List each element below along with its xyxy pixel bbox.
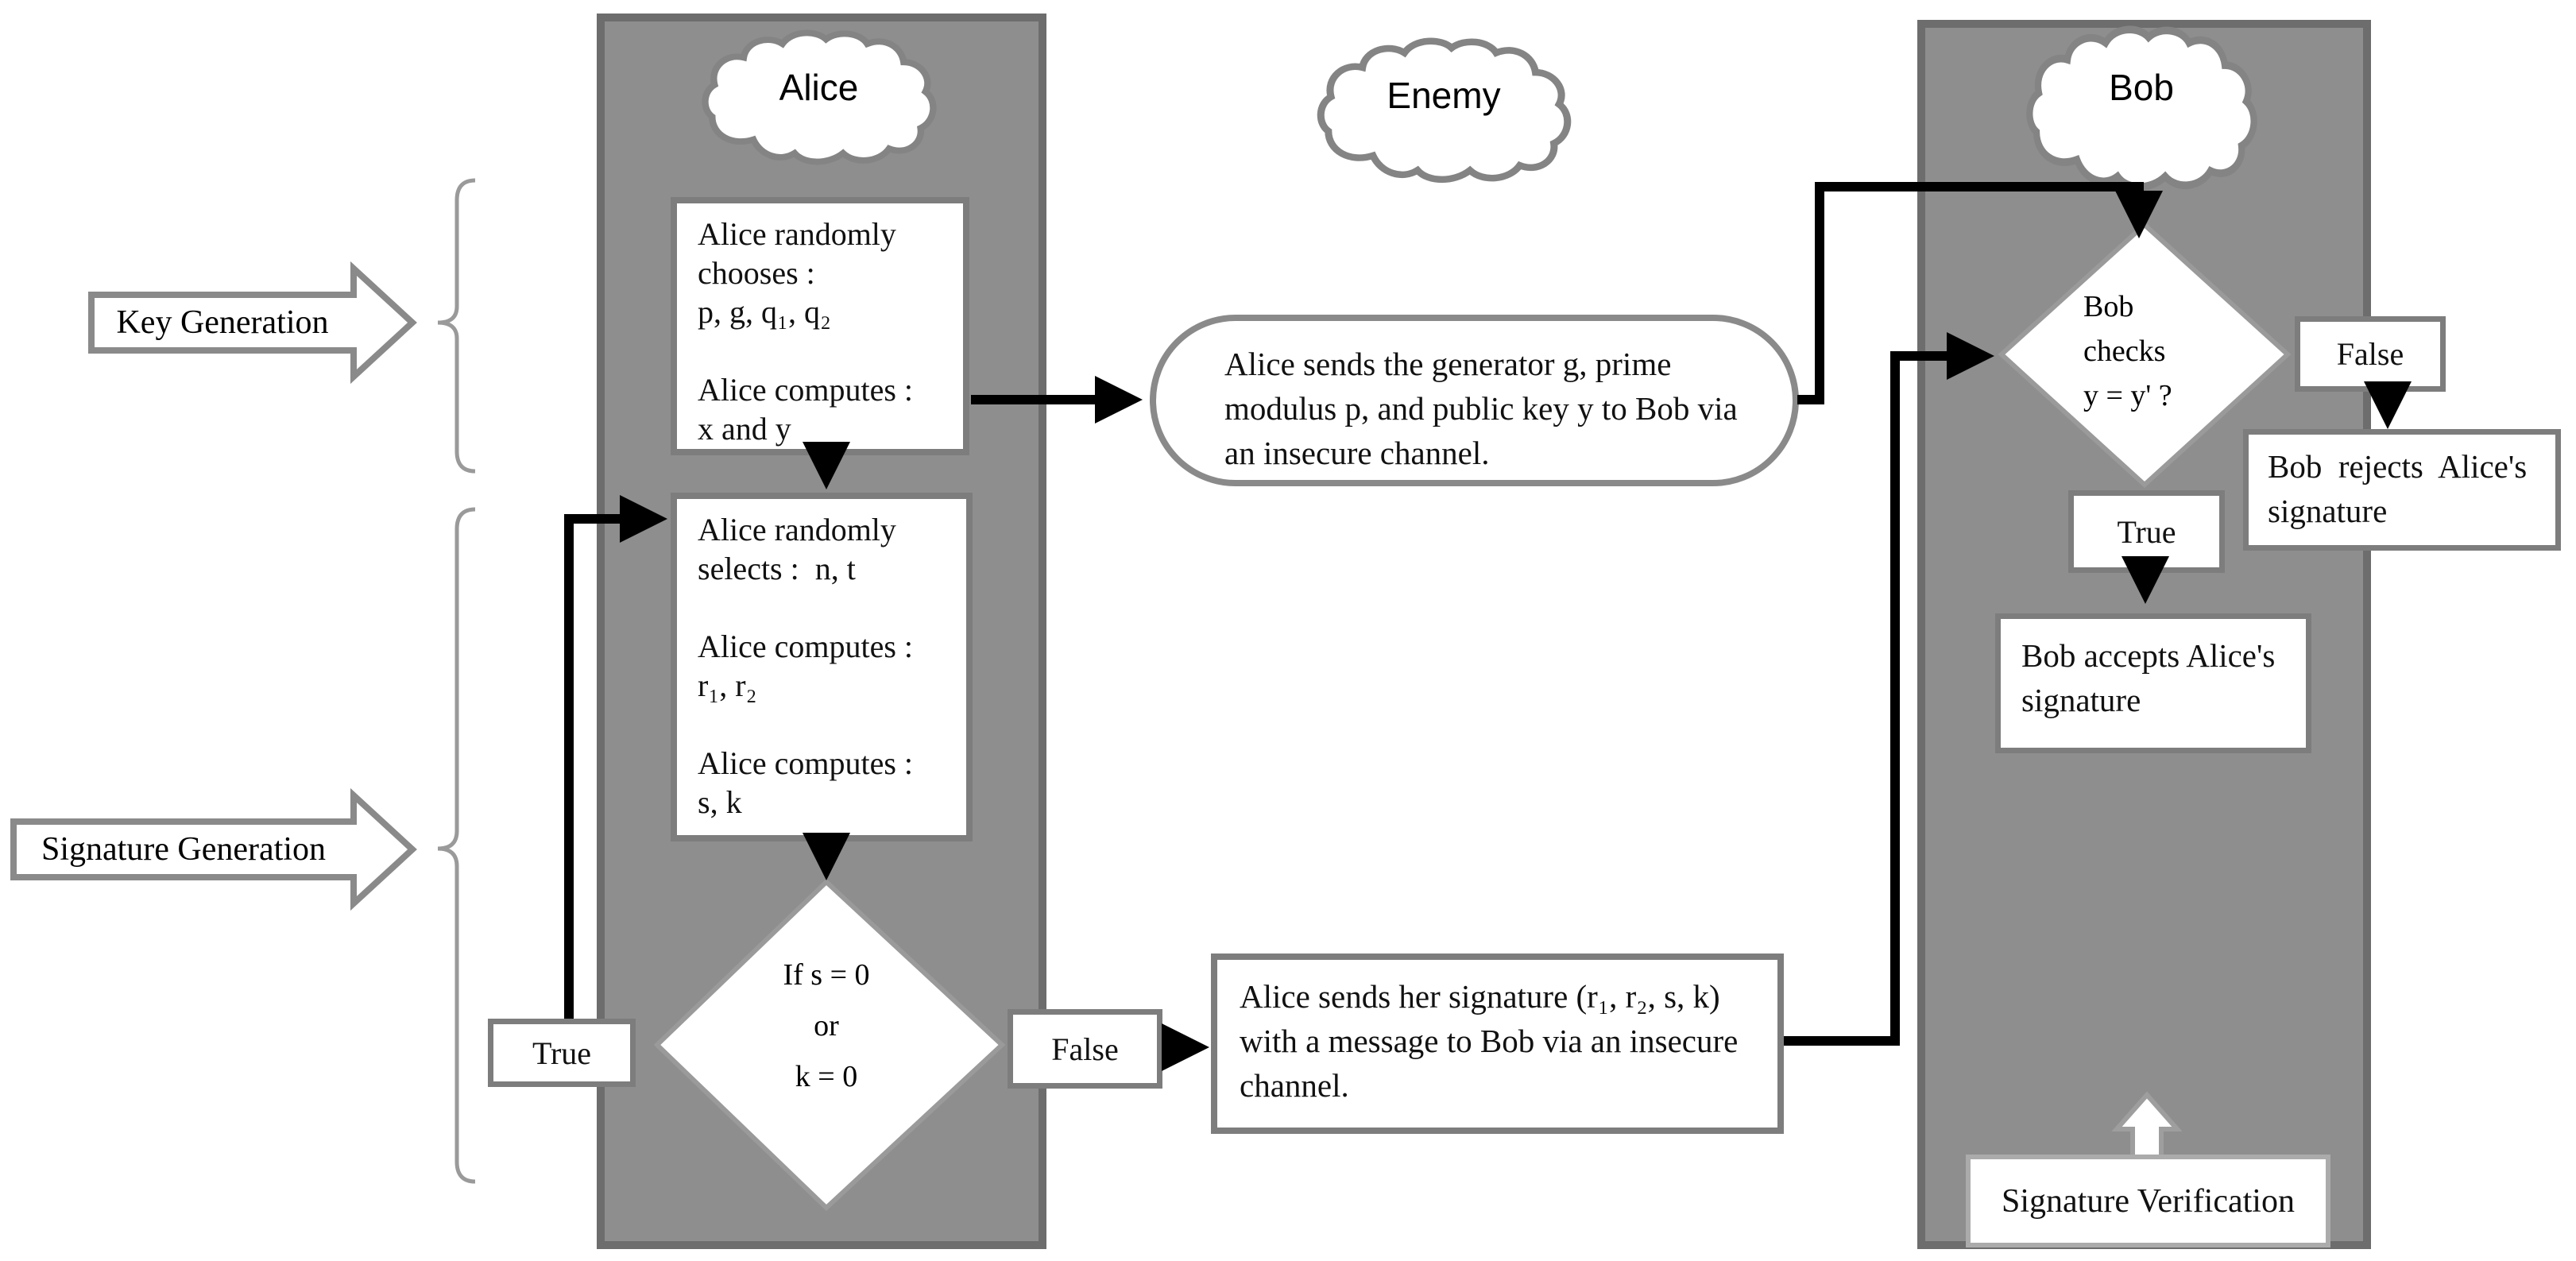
enemy-cloud-label: Enemy [1387,75,1501,116]
alice-false-box: False [1008,1009,1162,1089]
text-line: Bob rejects Alice's [2268,448,2528,485]
signature-verification-box: Signature Verification [1966,1155,2330,1247]
text-line: Alice randomly [698,216,896,252]
text-line: s, k [698,783,742,820]
text-line: Alice computes : [698,628,914,664]
alice-sign-box: Alice randomly selects : n, t Alice comp… [671,493,973,841]
text-line: with a message to Bob via an insecure [1240,1023,1739,1059]
text-line: checks [2083,335,2166,368]
text-line: Bob accepts Alice's [2021,637,2276,674]
bob-cloud-label: Bob [2109,67,2174,108]
text-line: or [814,1009,839,1042]
connector-channel-to-bob-decision [1797,182,2163,404]
text-line: signature [2268,493,2388,529]
bob-reject-box: Bob rejects Alice's signature [2243,429,2561,551]
connector-sigmessage-to-bob-decision [1784,332,1994,1046]
alice-decision-text: If s = 0 or k = 0 [727,950,926,1102]
text-line: If s = 0 [783,958,870,992]
text-line: p, g, q₁, q₂ [698,294,831,330]
text-line: chooses : [698,255,815,291]
signature-message-box: Alice sends her signature (r₁, r₂, s, k)… [1211,953,1784,1134]
alice-cloud-label: Alice [779,67,859,108]
text-line: Alice randomly [698,512,896,547]
text-line: signature [2021,682,2141,718]
text-line: Alice sends her signature (r₁, r₂, s, k) [1240,978,1720,1015]
text-line: selects : n, t [698,551,856,586]
text-line: Alice sends the generator g, prime [1224,346,1672,382]
signature-generation-brace [437,507,476,1184]
key-generation-brace [437,178,476,474]
text-line: Alice computes : [698,745,914,781]
bob-decision-text: Bob checks y = y' ? [2083,284,2258,418]
key-message-capsule: Alice sends the generator g, prime modul… [1150,315,1799,486]
text-line: Bob [2083,290,2134,323]
text-line: an insecure channel. [1224,435,1490,471]
text-line: Alice computes : [698,371,914,408]
text-line: r₁, r₂ [698,667,757,703]
signature-generation-arrow-icon [10,787,417,911]
text-line: modulus p, and public key y to Bob via [1224,390,1738,427]
alice-decision-diamond [653,878,1006,1212]
alice-keygen-box: Alice randomly chooses : p, g, q₁, q₂ Al… [671,197,969,455]
key-generation-label: Key Generation [116,304,329,341]
signature-generation-label: Signature Generation [41,831,327,868]
bob-decision-diamond [1998,221,2292,489]
text-line: k = 0 [795,1060,858,1093]
bob-accept-box: Bob accepts Alice's signature [1995,613,2311,753]
alice-true-box: True [488,1019,636,1087]
text-line: x and y [698,410,791,447]
key-generation-arrow-icon [88,261,417,385]
text-line: y = y' ? [2083,379,2172,412]
text-line: channel. [1240,1067,1349,1104]
connector-true-loop [564,495,667,1019]
